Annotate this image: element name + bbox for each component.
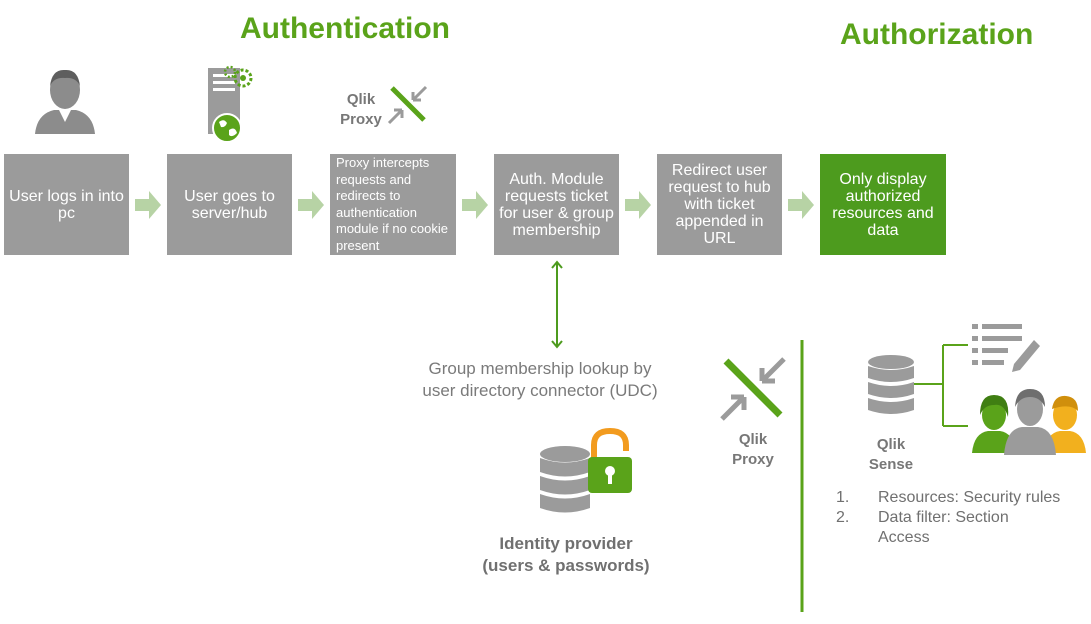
qlik-sense-database-icon xyxy=(868,355,914,414)
arrow-4 xyxy=(625,191,651,219)
top-proxy-line2: Proxy xyxy=(340,111,382,128)
top-proxy-line1: Qlik xyxy=(346,91,376,108)
qlik-sense-line2: Sense xyxy=(868,456,914,473)
qlik-proxy-icon-large xyxy=(720,357,786,421)
rule-1-text: Resources: Security rules xyxy=(878,489,1061,506)
user-icon xyxy=(35,69,95,134)
users-group-icon xyxy=(972,389,1086,455)
lookup-double-arrow xyxy=(551,260,563,349)
step-auth-module: Auth. Module requests ticket for user & … xyxy=(494,154,619,255)
step-user-logs-in: User logs in into pc xyxy=(4,154,129,255)
arrow-2 xyxy=(298,191,324,219)
step-redirect-user: Redirect user request to hub with ticket… xyxy=(657,154,782,255)
identity-provider-label: Identity provider (users & passwords) xyxy=(446,533,686,577)
idp-line1: Identity provider xyxy=(499,534,633,553)
rule-2-number: 2. xyxy=(836,509,850,526)
rule-item-2: 2. Data filter: Section Access xyxy=(836,508,1086,548)
authorization-rules-list: 1. Resources: Security rules 2. Data fil… xyxy=(836,488,1086,548)
user-gray xyxy=(1004,389,1056,455)
lookup-line1: Group membership lookup by xyxy=(428,359,652,378)
qlik-sense-line1: Qlik xyxy=(876,436,906,453)
lookup-line2: user directory connector (UDC) xyxy=(422,381,658,400)
arrow-5 xyxy=(788,191,814,219)
authorization-heading: Authorization xyxy=(840,18,1034,51)
rule-2-text: Data filter: Section Access xyxy=(878,509,1009,546)
arrow-1 xyxy=(135,191,161,219)
bottom-proxy-line2: Proxy xyxy=(732,451,774,468)
rule-1-number: 1. xyxy=(836,489,850,506)
step-user-goes-to-server: User goes to server/hub xyxy=(167,154,292,255)
authentication-heading: Authentication xyxy=(240,12,450,45)
arrow-3 xyxy=(462,191,488,219)
idp-line2: (users & passwords) xyxy=(482,556,650,575)
step-display-authorized: Only display authorized resources and da… xyxy=(820,154,946,255)
database-lock-icon xyxy=(540,427,632,513)
rule-item-1: 1. Resources: Security rules xyxy=(836,488,1086,508)
top-qlik-proxy-label: Qlik Proxy xyxy=(336,90,386,130)
bottom-proxy-line1: Qlik xyxy=(738,431,768,448)
sense-connector-lines xyxy=(912,344,968,427)
rules-list-edit-icon xyxy=(972,324,1040,372)
qlik-sense-label: Qlik Sense xyxy=(862,435,920,475)
server-globe-icon xyxy=(208,65,253,143)
qlik-proxy-icon xyxy=(387,85,428,125)
bottom-qlik-proxy-label: Qlik Proxy xyxy=(725,430,781,470)
user-yellow xyxy=(1044,395,1086,453)
group-membership-lookup-text: Group membership lookup by user director… xyxy=(380,358,700,402)
step-proxy-intercepts: Proxy intercepts requests and redirects … xyxy=(330,154,456,255)
